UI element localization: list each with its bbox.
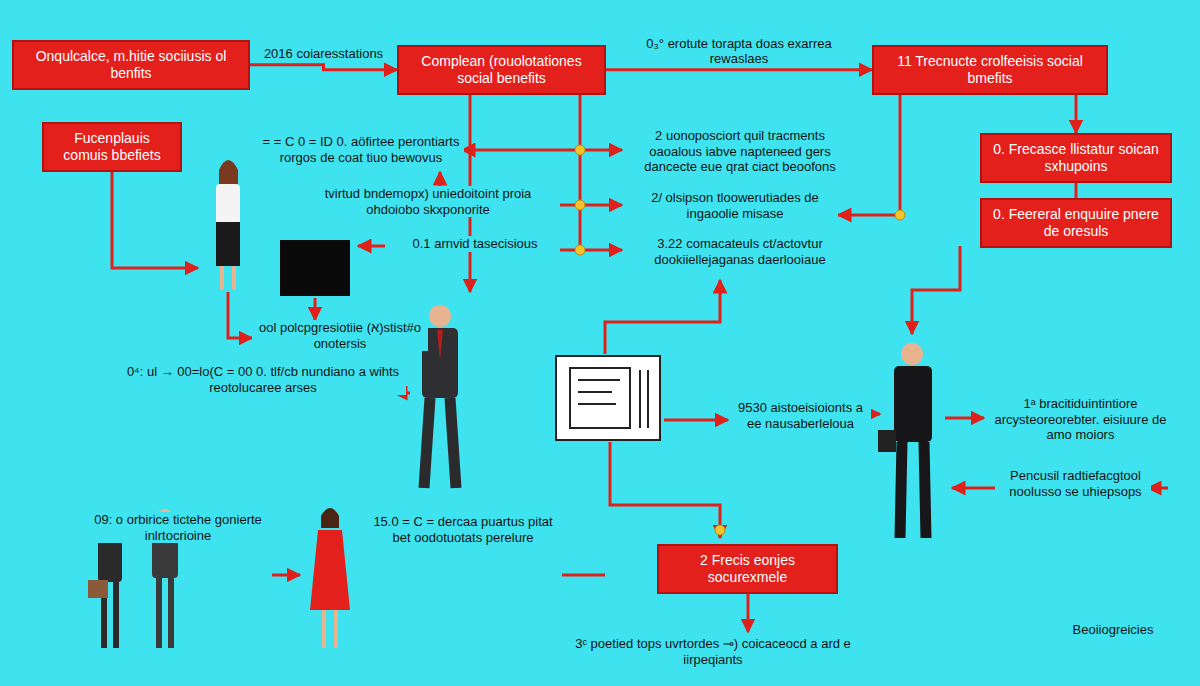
note-text: 15.0 = C = dercaa puartus pitat bet oodo…	[360, 514, 566, 545]
note-text: Pencusil radtiefacgtool noolusso se uhie…	[1000, 468, 1151, 499]
note-text: 9530 aistoeisioionts a ee nausaberleloua	[730, 400, 871, 431]
box-text: 11 Trecnucte crolfeeisis social bmefits	[882, 53, 1098, 87]
process-box: 0. Feereral enquuire pnere de oresuls	[980, 198, 1172, 248]
box-text: Fucenplauis comuis bbefiets	[52, 130, 172, 164]
process-box: 0. Frecasce llistatur soican sxhupoins	[980, 133, 1172, 183]
note-text: 0.1 arnvid tasecisious	[392, 236, 558, 252]
note-text: = = C 0 = ID 0. aöfirtee perontiarts ror…	[258, 134, 464, 165]
connector-arrow	[1075, 95, 1078, 133]
box-text: Complean (rouolotationes social benefits	[407, 53, 596, 87]
note-text: 3.22 comacateuls ct/actovtur dookiiellej…	[632, 236, 848, 267]
note-text: 1ᵃ bracitiduintintiore arcysteoreorebter…	[985, 396, 1176, 443]
note-text: Beoiiogreicies	[1050, 622, 1176, 638]
woman-figure	[216, 160, 240, 290]
box-text: 0. Feereral enquuire pnere de oresuls	[990, 206, 1162, 240]
junction-dots	[575, 145, 905, 535]
note-text: 2/ olsipson tloowerutiades de ingaoolie …	[632, 190, 838, 221]
note-text: 2 uonoposciort quil tracments oaoalous i…	[632, 128, 848, 175]
edge-label: 0₃° erotute torapta doas exarrea rewasla…	[621, 36, 857, 67]
process-box: Complean (rouolotationes social benefits	[397, 45, 606, 95]
box-text: 0. Frecasce llistatur soican sxhupoins	[990, 141, 1162, 175]
document-icon	[556, 356, 660, 440]
connector-arrow	[250, 65, 397, 70]
note-text: 3ᶜ poetied tops uvrtordes ⊸) coicaceocd …	[560, 636, 866, 667]
black-square	[280, 240, 350, 296]
connector-arrow	[1075, 183, 1078, 198]
box-text: Onqulcalce, m.hitie sociiusis ol benfits	[22, 48, 240, 82]
process-box: 2 Frecis eonjes socurexmele	[657, 544, 838, 594]
note-text: 09: o orbirice tictehe gonierte inlrtocr…	[80, 512, 276, 543]
note-text: tvirtud bndemopx) uniedoitoint proia ohd…	[310, 186, 546, 217]
red-dress-woman	[310, 508, 350, 648]
note-text: ool polcpgresiotiie (א)stist#o onotersis	[252, 320, 428, 351]
businessman-figure	[878, 343, 932, 538]
process-box: Onqulcalce, m.hitie sociiusis ol benfits	[12, 40, 250, 90]
note-text: 0⁴: ul → 00=lo(C = 00 0. tlf/cb nundiano…	[120, 364, 406, 395]
box-text: 2 Frecis eonjes socurexmele	[667, 552, 828, 586]
connector-arrow	[606, 68, 872, 71]
process-box: Fucenplauis comuis bbefiets	[42, 122, 182, 172]
edge-label: 2016 coiaresstations	[255, 46, 392, 62]
process-box: 11 Trecnucte crolfeeisis social bmefits	[872, 45, 1108, 95]
